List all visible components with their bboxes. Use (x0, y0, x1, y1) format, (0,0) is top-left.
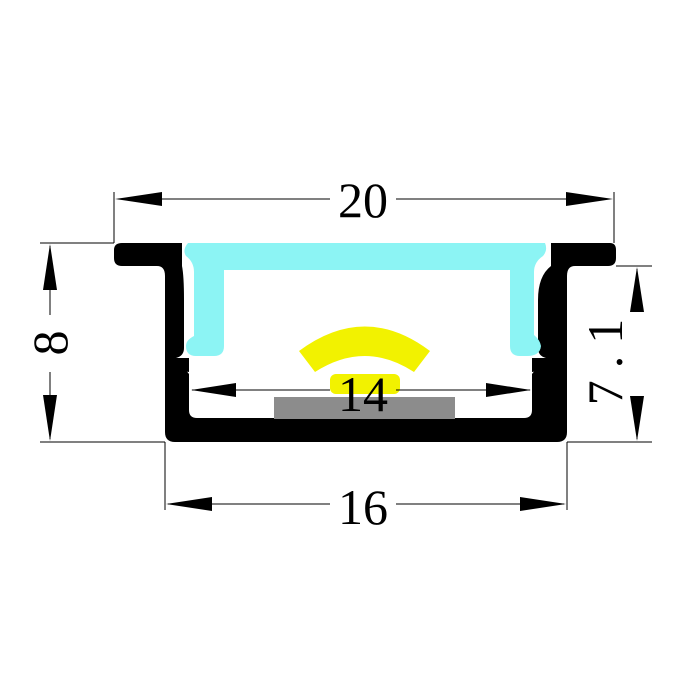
arrowhead-7-1-top (630, 267, 644, 312)
arrowhead-14-right (486, 383, 531, 397)
dimension-inner-width: 14 (338, 366, 388, 422)
arrowhead-8-top (43, 244, 57, 290)
light-beam-arc (299, 326, 430, 372)
arrowhead-16-right (520, 497, 566, 511)
diffuser-cover (184, 243, 547, 356)
profile-notch-left (176, 358, 189, 372)
arrowhead-7-1-bottom (630, 396, 644, 441)
dimension-overall-width: 20 (338, 172, 388, 228)
arrowhead-14-left (191, 383, 236, 397)
arrowhead-20-left (115, 192, 162, 206)
dimension-overall-height: 8 (22, 331, 78, 356)
arrowhead-16-left (166, 497, 212, 511)
light-beam-core (330, 374, 400, 394)
dimension-bottom-width: 16 (338, 479, 388, 535)
led-strip (274, 397, 455, 419)
dimension-inner-height: 7.1 (577, 307, 633, 406)
profile-notch-right (532, 358, 546, 372)
arrowhead-8-bottom (43, 395, 57, 441)
arrowhead-20-right (566, 192, 613, 206)
